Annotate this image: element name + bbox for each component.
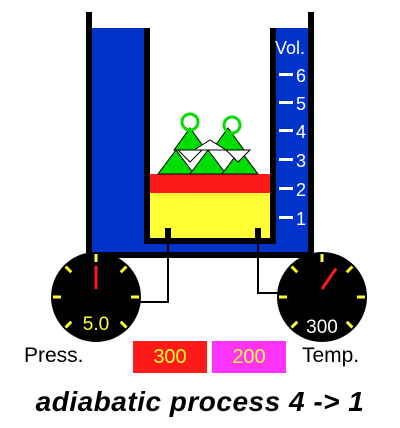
pressure-gauge: 5.0 (51, 252, 141, 342)
diagram-caption: adiabatic process 4 -> 1 (35, 386, 365, 417)
cylinder-bottom (144, 238, 276, 244)
pressure-sensor (165, 228, 171, 238)
weight-8 (224, 149, 252, 163)
weight-handle-2 (222, 115, 242, 135)
pressure-pipe (140, 228, 169, 303)
vol-label-1: 1 (296, 209, 306, 229)
vol-tick-3 (279, 158, 293, 161)
volume-scale-title: Vol. (275, 38, 305, 58)
pressure-gauge-tick (64, 320, 73, 329)
vol-tick-4 (279, 129, 293, 132)
volume-scale-panel (272, 28, 308, 252)
weight-3 (221, 149, 259, 175)
pressure-gauge-tick (119, 265, 128, 274)
vol-tick-6 (279, 73, 293, 76)
temperature-box-final: 200 (212, 341, 286, 373)
temperature-gauge: 300 (277, 252, 367, 342)
pressure-gauge-tick (64, 265, 73, 274)
vol-label-3: 3 (296, 151, 306, 171)
vol-tick-2 (279, 187, 293, 190)
pressure-gauge-tick (119, 320, 128, 329)
temperature-gauge-tick (345, 265, 354, 274)
weight-handle-1 (180, 112, 200, 132)
vol-tick-1 (279, 216, 293, 219)
reservoir-water-left (92, 28, 150, 252)
vol-label-5: 5 (296, 94, 306, 114)
pressure-gauge-dial (51, 252, 141, 342)
container-right-wall (308, 12, 314, 258)
temperature-gauge-ticks (279, 254, 365, 329)
temperature-box-initial: 300 (133, 341, 207, 373)
container-bottom-wall (86, 252, 314, 258)
weight-6 (192, 139, 228, 151)
vol-label-2: 2 (296, 180, 306, 200)
volume-scale-ticks (279, 73, 293, 219)
pressure-gauge-ticks (53, 254, 139, 329)
weight-2 (189, 149, 227, 175)
vol-tick-5 (279, 101, 293, 104)
temperature-gauge-tick (290, 320, 299, 329)
cylinder-left-wall (144, 28, 150, 244)
container-left-wall (86, 12, 92, 258)
temperature-sensor (255, 228, 261, 238)
temperature-readout: 300 (306, 317, 338, 338)
temperature-pipe (257, 228, 280, 294)
cylinder-right-wall (270, 28, 276, 244)
weight-1 (157, 149, 195, 175)
weights-stack (157, 112, 259, 175)
pressure-label: Press. (24, 344, 84, 367)
vol-label-4: 4 (296, 122, 306, 142)
pressure-readout: 5.0 (83, 314, 109, 335)
vol-label-6: 6 (296, 66, 306, 86)
temperature-needle (320, 267, 338, 290)
weight-7 (176, 149, 204, 163)
temperature-gauge-tick (290, 265, 299, 274)
temperature-gauge-dial (277, 252, 367, 342)
temperature-gauge-tick (345, 320, 354, 329)
temperature-label: Temp. (302, 344, 360, 367)
piston (150, 174, 270, 193)
